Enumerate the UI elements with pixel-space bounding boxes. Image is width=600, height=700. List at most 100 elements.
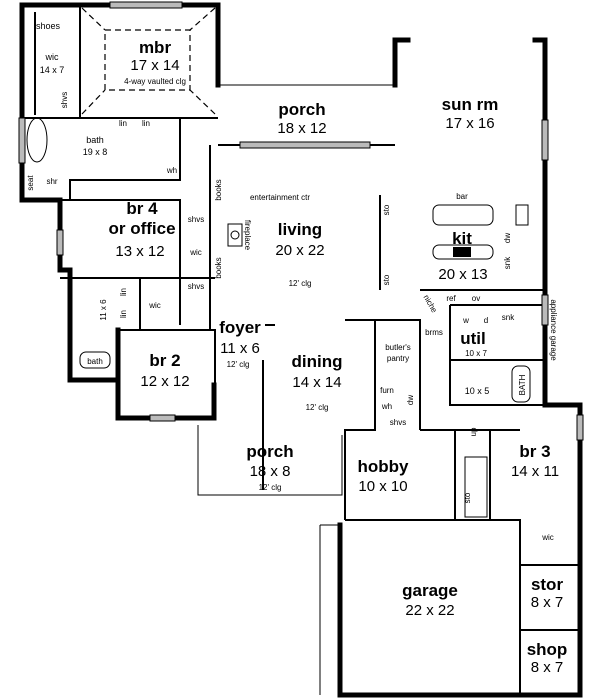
room-size: 18 x 12: [277, 120, 326, 137]
room-name: br 3: [519, 442, 550, 461]
dryer-label: d: [484, 316, 488, 325]
room-name: sun rm: [442, 95, 499, 114]
room-half-bath: 10 x 5 BATH: [465, 374, 527, 396]
room-living: living 20 x 22 12' clg entertainment ctr…: [214, 179, 391, 288]
ceiling-label: 12' clg: [227, 360, 250, 369]
room-garage: garage 22 x 22: [402, 581, 458, 619]
room-name: porch: [278, 100, 325, 119]
room-name: mbr: [139, 38, 172, 57]
storage-label: sto: [382, 204, 391, 215]
kitchen-island: [432, 244, 494, 260]
bath-label: bath: [87, 357, 103, 366]
room-name-2: or office: [108, 219, 175, 238]
bathtub-3: [79, 351, 111, 369]
room-hobby: hobby 10 x 10: [358, 457, 410, 495]
room-name: foyer: [219, 318, 261, 337]
bar-label: bar: [456, 192, 468, 201]
up-label: up: [469, 427, 478, 436]
fixtures: [26, 117, 531, 518]
room-name: br 4: [126, 199, 158, 218]
cooktop-icon: [453, 247, 471, 257]
brooms-label: brms: [425, 328, 443, 337]
bath-label: BATH: [518, 374, 527, 395]
ceiling-label: 12' clg: [306, 403, 329, 412]
room-name: kit: [452, 229, 472, 248]
fireplace-label: fireplace: [243, 220, 252, 251]
bathtub: [26, 117, 48, 163]
bathtub-2: [511, 365, 531, 403]
room-butlers-pantry: butler's pantry furn wh dw shvs: [380, 343, 415, 427]
ceiling-label: 12' clg: [259, 483, 282, 492]
storage-label: sto: [463, 492, 472, 503]
books-label: books: [214, 179, 223, 200]
room-name: br 2: [149, 351, 180, 370]
ceiling-label: 12' clg: [289, 279, 312, 288]
room-name-2: pantry: [387, 354, 409, 363]
room-size: 10 x 10: [358, 478, 407, 495]
shelves-label: shvs: [60, 92, 69, 108]
room-size: 20 x 22: [275, 242, 324, 259]
stairs: [464, 456, 488, 518]
room-br4: br 4 or office 13 x 12 shvs wic shvs: [108, 199, 204, 291]
room-size: 17 x 16: [445, 115, 494, 132]
room-name: living: [278, 220, 322, 239]
sink-label: snk: [502, 313, 515, 322]
closet-label: wic: [148, 301, 161, 310]
dishwasher: [515, 204, 529, 226]
fireplace-icon: [227, 223, 243, 247]
room-dining: dining 14 x 14 12' clg: [292, 352, 343, 412]
room-name: hobby: [358, 457, 410, 476]
room-name: util: [460, 329, 486, 348]
room-name: stor: [531, 575, 564, 594]
room-porch-rear: porch 18 x 12: [277, 100, 326, 137]
room-size: 14 x 14: [292, 374, 341, 391]
shelves-label: shvs: [390, 418, 406, 427]
vaulted-ceiling-lines: [81, 7, 216, 115]
room-mbr: mbr 17 x 14 4-way vaulted clg: [124, 38, 186, 86]
room-name: wic: [45, 52, 59, 62]
room-util: w d snk util 10 x 7: [460, 313, 515, 358]
room-name: bath: [86, 135, 104, 145]
room-name: shop: [527, 640, 568, 659]
dishwasher-label: dw: [503, 233, 512, 243]
linen-label: lin: [119, 288, 128, 296]
room-stor: stor 8 x 7: [531, 575, 564, 611]
dishwasher-label: dw: [406, 395, 415, 405]
refrigerator-label: ref: [446, 294, 456, 303]
room-hall-bath: 11 x 6 lin lin wic bath: [87, 288, 161, 366]
room-note: 4-way vaulted clg: [124, 77, 186, 86]
room-name: porch: [246, 442, 293, 461]
books-label: books: [214, 257, 223, 278]
room-foyer: foyer 11 x 6 12' clg: [219, 318, 261, 369]
room-shop: shop 8 x 7: [527, 640, 568, 676]
water-heater-label: wh: [381, 402, 392, 411]
washer-label: w: [462, 316, 469, 325]
room-size: 8 x 7: [531, 659, 564, 676]
room-size: 14 x 11: [511, 463, 559, 480]
room-mbr-wic: shoes wic 14 x 7 shvs: [36, 21, 69, 108]
room-master-bath: bath 19 x 8 lin lin wh shr seat: [26, 119, 177, 191]
linen-label: lin: [119, 119, 127, 128]
room-size: 8 x 7: [531, 594, 564, 611]
closet-label: wic: [189, 248, 202, 257]
shelves-label: shvs: [188, 282, 204, 291]
room-size: 18 x 8: [250, 463, 291, 480]
windows: [18, 1, 584, 441]
room-size: 20 x 13: [438, 266, 487, 283]
stair: up sto: [463, 427, 478, 503]
seat-label: seat: [26, 175, 35, 191]
sink-label: snk: [503, 256, 512, 269]
room-size: 10 x 7: [465, 349, 487, 358]
bar-counter: [432, 204, 494, 226]
room-sun-rm: sun rm 17 x 16: [442, 95, 499, 132]
linen-label: lin: [142, 119, 150, 128]
room-kit: bar kit 20 x 13 ref ov dw snk niche brms…: [421, 192, 558, 361]
room-size: 10 x 5: [465, 386, 490, 396]
oven-label: ov: [472, 294, 480, 303]
appliance-garage-label: appliance garage: [549, 299, 558, 361]
room-size: 19 x 8: [83, 147, 108, 157]
room-name: dining: [292, 352, 343, 371]
shoes-label: shoes: [36, 21, 61, 31]
room-name: garage: [402, 581, 458, 600]
room-size: 11 x 6: [220, 340, 260, 357]
